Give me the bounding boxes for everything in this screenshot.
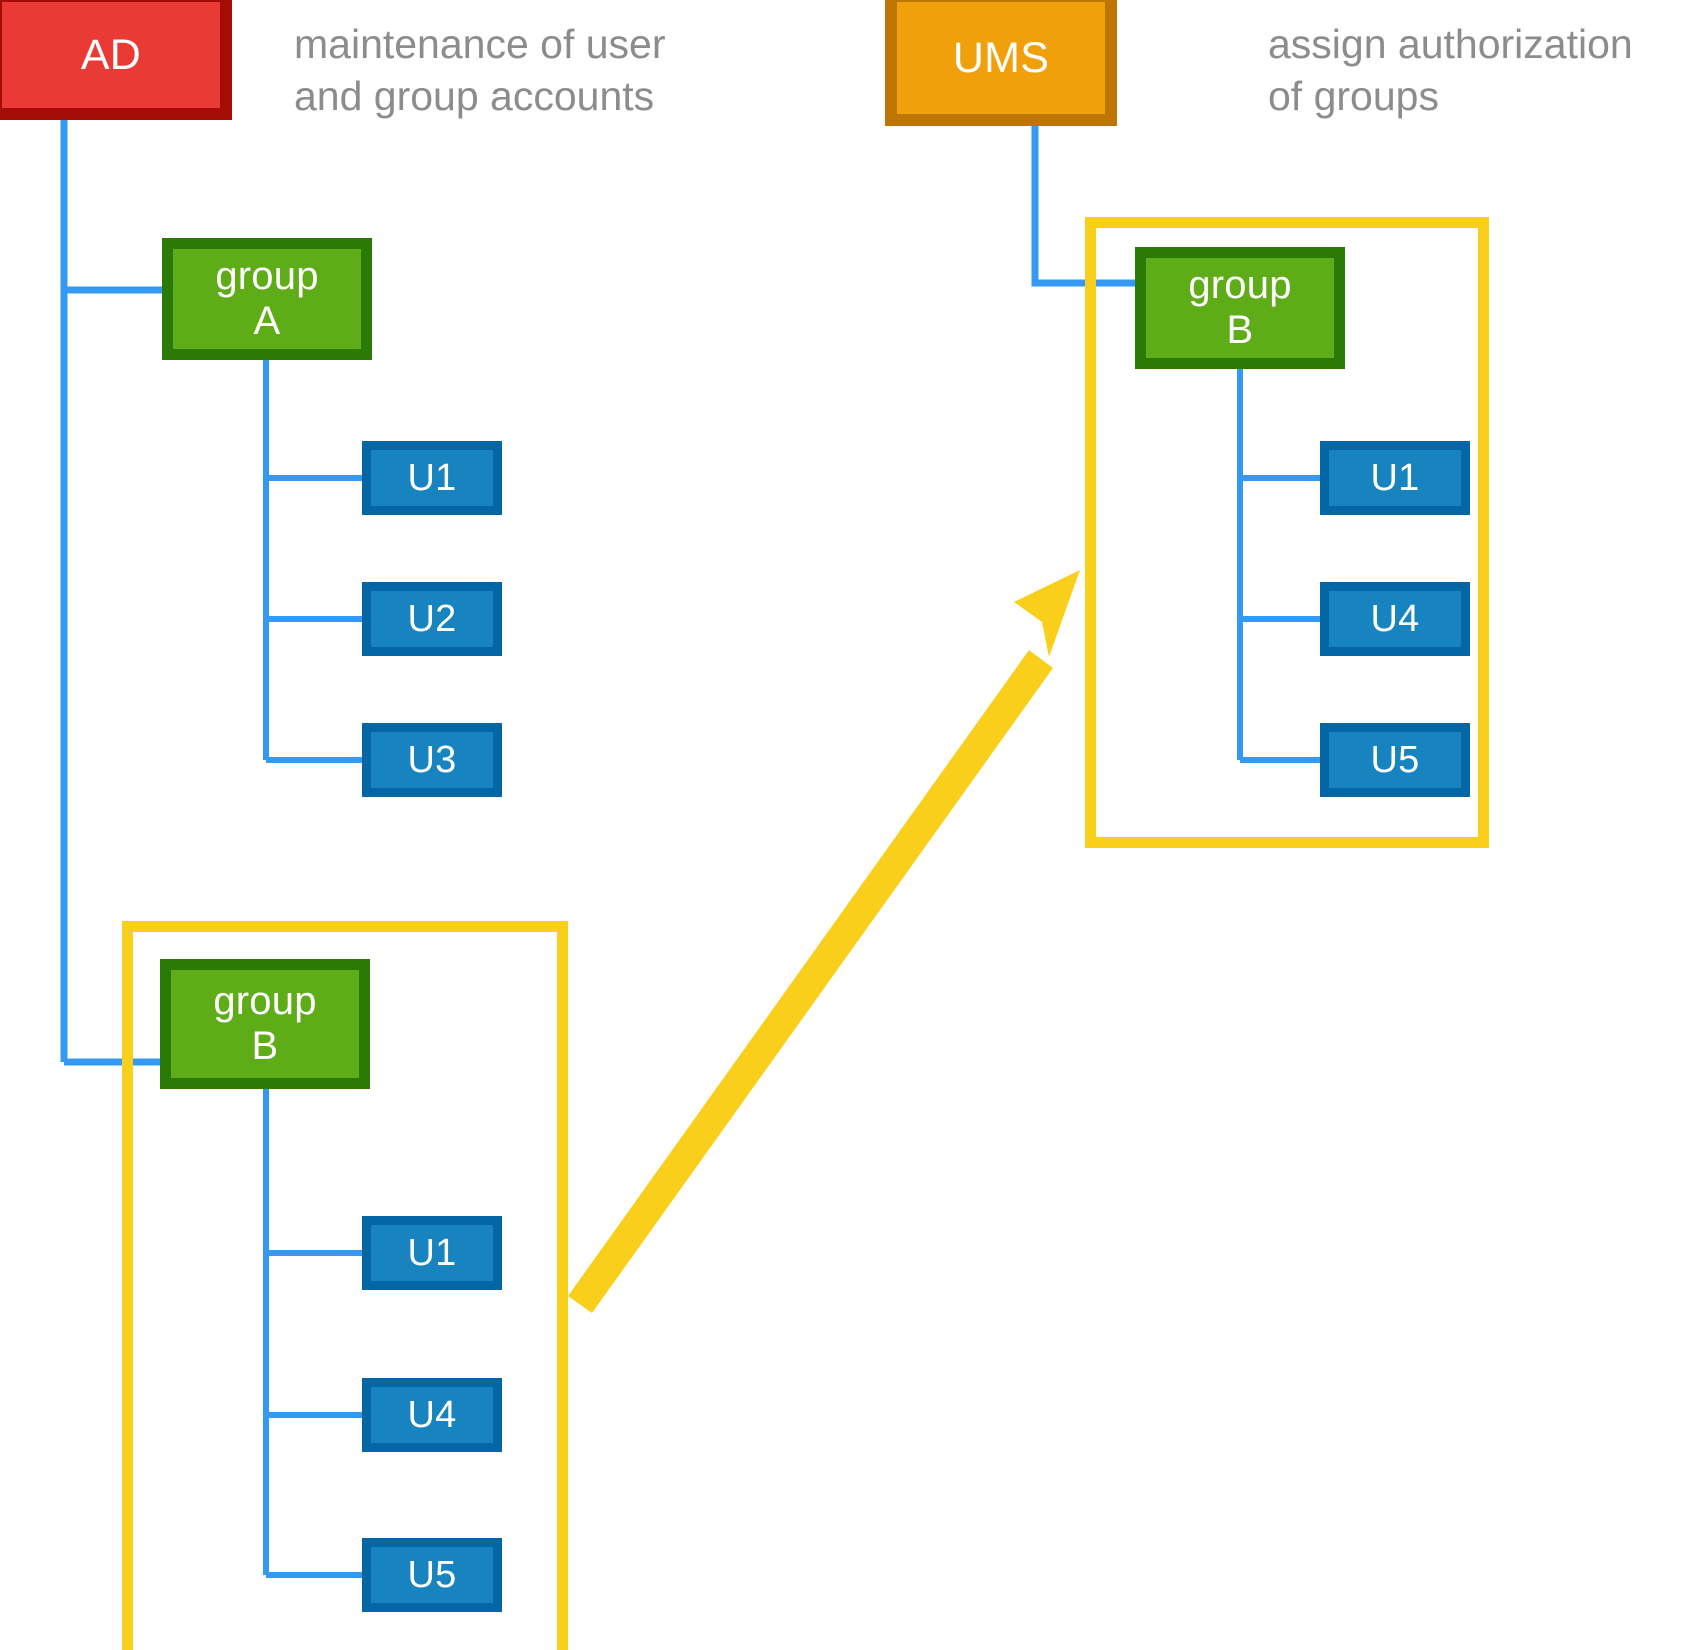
node-group-b-left-user-u1[interactable]: U1	[362, 1216, 502, 1290]
node-group-b-left-user-u4[interactable]: U4	[362, 1378, 502, 1452]
node-group-a-label: group A	[215, 254, 319, 343]
node-group-a-user-u3[interactable]: U3	[362, 723, 502, 797]
frame-group-b-right	[1085, 217, 1489, 848]
node-label: U1	[407, 456, 457, 499]
node-label: U2	[407, 597, 457, 640]
node-group-b-right-label: group B	[1188, 263, 1292, 352]
node-label: U3	[407, 738, 457, 781]
node-ad[interactable]: AD	[0, 0, 232, 120]
node-group-a-user-u2[interactable]: U2	[362, 582, 502, 656]
node-label: U5	[407, 1553, 457, 1596]
node-ums-label: UMS	[952, 33, 1050, 82]
note-ad: maintenance of user and group accounts	[294, 21, 666, 120]
node-ums[interactable]: UMS	[885, 0, 1117, 126]
node-ad-label: AD	[80, 30, 142, 79]
node-group-b-right[interactable]: group B	[1135, 247, 1345, 369]
node-group-b-right-user-u4[interactable]: U4	[1320, 582, 1470, 656]
note-ums: assign authorization of groups	[1268, 21, 1633, 120]
node-group-b-right-user-u5[interactable]: U5	[1320, 723, 1470, 797]
node-label: U4	[1370, 597, 1420, 640]
node-group-b-left-user-u5[interactable]: U5	[362, 1538, 502, 1612]
frame-group-b-left	[122, 921, 568, 1650]
node-group-a-user-u1[interactable]: U1	[362, 441, 502, 515]
node-label: U1	[407, 1231, 457, 1274]
node-label: U1	[1370, 456, 1420, 499]
node-group-b-right-user-u1[interactable]: U1	[1320, 441, 1470, 515]
node-label: U4	[407, 1393, 457, 1436]
node-group-b-left-label: group B	[213, 979, 317, 1068]
node-label: U5	[1370, 738, 1420, 781]
node-group-a[interactable]: group A	[162, 238, 372, 360]
node-group-b-left[interactable]: group B	[160, 959, 370, 1089]
relation-arrow	[568, 570, 1080, 1313]
